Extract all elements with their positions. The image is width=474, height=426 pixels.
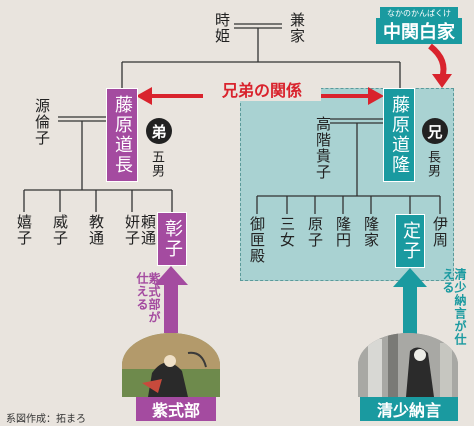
kanpaku-ruby: なかのかんぱくけ — [380, 7, 458, 19]
younger-brother-badge: 弟 — [146, 118, 172, 144]
murasaki-name-label: 紫式部 — [136, 397, 216, 421]
shoshi-name: 彰子 — [162, 219, 183, 259]
michitaka-order: 長男 — [425, 150, 440, 178]
michinaga-child: 妍子 — [123, 214, 141, 246]
seishonagon-serve-arrow — [393, 268, 427, 335]
michitaka-child: 御匣殿 — [248, 216, 266, 264]
murasaki-portrait — [122, 333, 220, 397]
michitaka-child: 三女 — [278, 216, 296, 248]
michinaga-wife-name: 源倫子 — [33, 98, 51, 146]
michitaka-wife-name: 高階貴子 — [314, 116, 332, 180]
murasaki-serve-arrow — [154, 266, 188, 333]
korechika-name: 伊周 — [431, 216, 449, 248]
seishonagon-portrait — [358, 333, 458, 397]
teishi-name: 定子 — [400, 221, 421, 261]
tokihime-name: 時姫 — [213, 12, 231, 44]
kaneie-name: 兼家 — [288, 12, 306, 44]
murasaki-serve-label: 紫式部が仕える — [135, 272, 161, 324]
michinaga-child: 教通 — [87, 214, 105, 246]
kanpaku-family-label: 中関白家 — [376, 18, 462, 44]
credit-text: 系図作成：拓まろ — [6, 414, 86, 425]
michinaga-box: 藤原道長 — [106, 88, 138, 182]
michitaka-child: 原子 — [306, 216, 324, 248]
michitaka-name: 藤原道隆 — [389, 95, 410, 175]
kanpaku-pointer-arrow — [428, 43, 452, 88]
seishonagon-portrait-art — [358, 333, 458, 397]
michinaga-child: 威子 — [51, 214, 69, 246]
michinaga-child: 頼通 — [139, 214, 157, 246]
teishi-box: 定子 — [395, 214, 425, 268]
michitaka-child: 隆円 — [334, 216, 352, 248]
michitaka-child: 隆家 — [362, 216, 380, 248]
seishonagon-name-label: 清少納言 — [360, 397, 458, 421]
seishonagon-serve-label: 清少納言が仕える — [441, 268, 467, 346]
michinaga-order: 五男 — [149, 150, 164, 178]
shoshi-box: 彰子 — [157, 212, 187, 266]
michinaga-name: 藤原道長 — [112, 95, 133, 175]
michinaga-child: 嬉子 — [15, 214, 33, 246]
brother-relation-label: 兄弟の関係 — [203, 77, 321, 101]
murasaki-portrait-art — [122, 333, 220, 397]
michitaka-box: 藤原道隆 — [383, 88, 415, 182]
elder-brother-badge: 兄 — [422, 118, 448, 144]
